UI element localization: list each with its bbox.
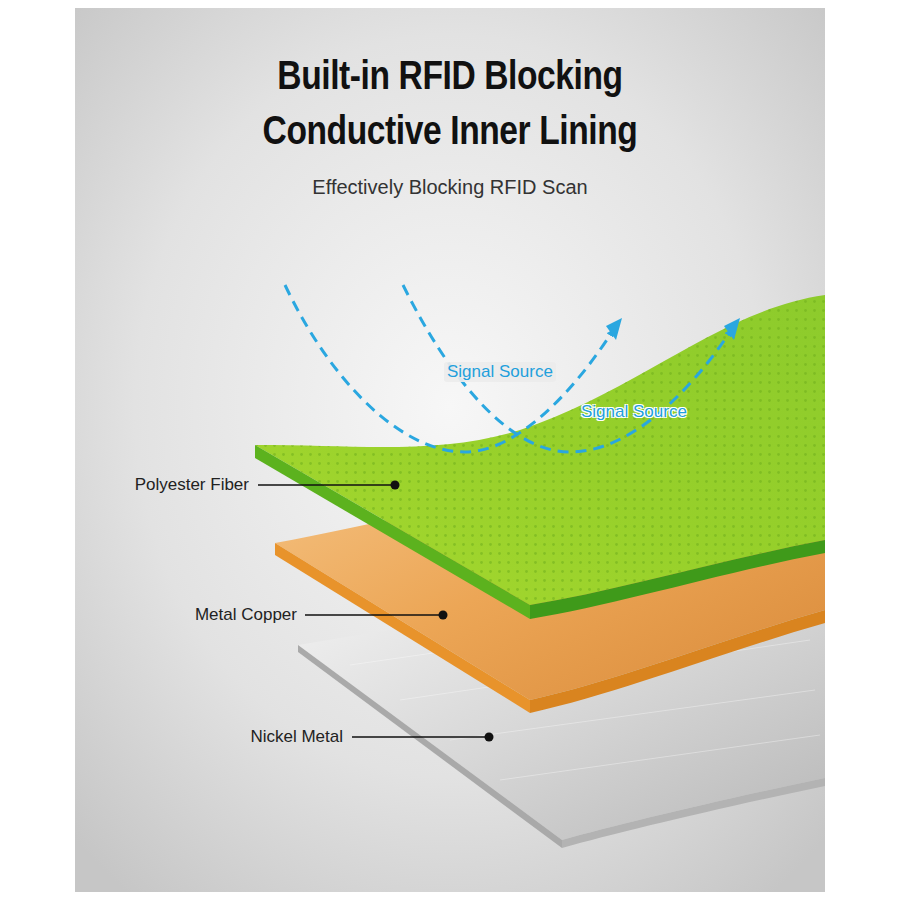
leader-line bbox=[352, 736, 489, 738]
polyester-layer bbox=[255, 295, 825, 619]
leader-dot bbox=[485, 733, 494, 742]
leader-line bbox=[258, 484, 395, 486]
part-label: Nickel Metal bbox=[250, 727, 343, 747]
polyester-edge bbox=[530, 540, 825, 619]
copper-edge bbox=[530, 610, 825, 713]
arrow-head bbox=[724, 318, 740, 340]
part-label: Metal Copper bbox=[195, 605, 297, 625]
subtitle: Effectively Blocking RFID Scan bbox=[150, 176, 750, 199]
polyester-edge bbox=[255, 445, 530, 619]
nickel-edge bbox=[562, 778, 825, 848]
leader-dot bbox=[439, 611, 448, 620]
signal-arrow bbox=[285, 285, 612, 452]
part-label: Polyester Fiber bbox=[135, 475, 249, 495]
signal-label: Signal Source bbox=[444, 362, 556, 382]
arrow-head bbox=[606, 318, 622, 340]
leader-line bbox=[305, 614, 443, 616]
title: Built-in RFID Blocking Conductive Inner … bbox=[215, 48, 685, 158]
signal-label: Signal Source bbox=[578, 402, 690, 422]
signal-arrow bbox=[403, 285, 730, 452]
background-panel bbox=[75, 8, 825, 892]
leader-dot bbox=[391, 481, 400, 490]
